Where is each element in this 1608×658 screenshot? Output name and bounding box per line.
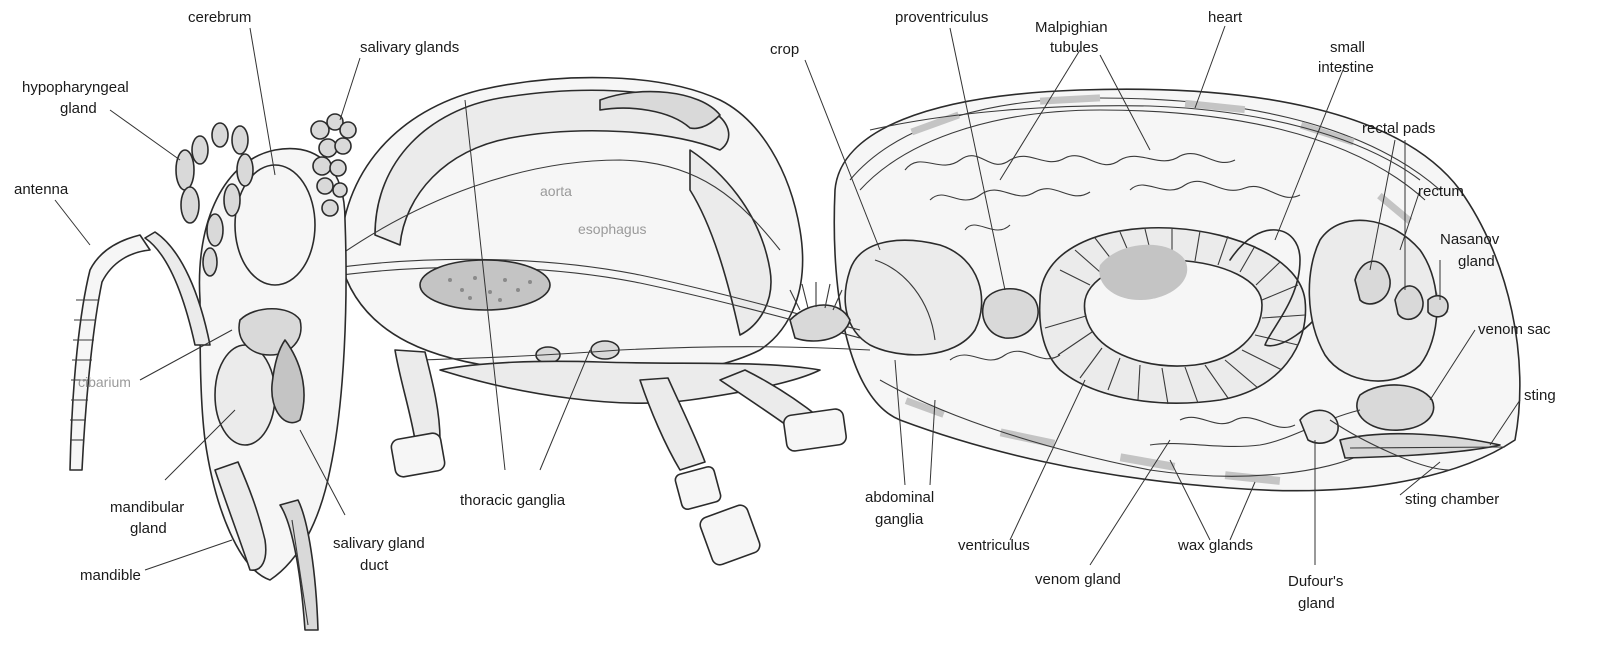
head [70, 114, 356, 630]
label-aorta: aorta [540, 183, 572, 199]
label-sting-chamber: sting chamber [1405, 491, 1499, 508]
label-mandibular-gland-2: gland [130, 520, 167, 537]
label-salivary-gland-duct-2: duct [360, 557, 389, 574]
label-abdominal-ganglia-1: abdominal [865, 489, 934, 506]
mandibular-gland [215, 345, 275, 445]
venom-sac [1357, 385, 1434, 430]
label-dufours-gland-1: Dufour's [1288, 573, 1343, 590]
ventriculus [1040, 228, 1306, 404]
label-malpighian-tubules-1: Malpighian [1035, 19, 1108, 36]
label-salivary-glands: salivary glands [360, 39, 459, 56]
label-mandible: mandible [80, 567, 141, 584]
label-dufours-gland-2: gland [1298, 595, 1335, 612]
label-nasanov-gland-1: Nasanov [1440, 231, 1500, 248]
label-proventriculus: proventriculus [895, 9, 988, 26]
cibarium [239, 309, 301, 355]
label-abdominal-ganglia-2: ganglia [875, 511, 924, 528]
label-venom-sac: venom sac [1478, 321, 1551, 338]
label-hypopharyngeal-gland-1: hypopharyngeal [22, 79, 129, 96]
label-thoracic-ganglia: thoracic ganglia [460, 492, 566, 509]
antenna [70, 232, 210, 470]
label-rectal-pads: rectal pads [1362, 120, 1435, 137]
label-esophagus: esophagus [578, 221, 647, 237]
label-small-intestine-1: small [1330, 39, 1365, 56]
crop [845, 240, 981, 355]
label-mandibular-gland-1: mandibular [110, 499, 184, 516]
label-venom-gland: venom gland [1035, 571, 1121, 588]
proventriculus [983, 289, 1038, 338]
nasanov-gland [1428, 296, 1448, 317]
label-cibarium: cibarium [78, 374, 131, 390]
label-hypopharyngeal-gland-2: gland [60, 100, 97, 117]
label-crop: crop [770, 41, 799, 58]
label-salivary-gland-duct-1: salivary gland [333, 535, 425, 552]
label-heart: heart [1208, 9, 1243, 26]
label-small-intestine-2: intestine [1318, 59, 1374, 76]
label-nasanov-gland-2: gland [1458, 253, 1495, 270]
label-sting: sting [1524, 387, 1556, 404]
label-rectum: rectum [1418, 183, 1464, 200]
label-antenna: antenna [14, 181, 69, 198]
label-cerebrum: cerebrum [188, 9, 251, 26]
label-malpighian-tubules-2: tubules [1050, 39, 1098, 56]
abdomen [834, 89, 1520, 491]
label-wax-glands: wax glands [1177, 537, 1253, 554]
label-ventriculus: ventriculus [958, 537, 1030, 554]
